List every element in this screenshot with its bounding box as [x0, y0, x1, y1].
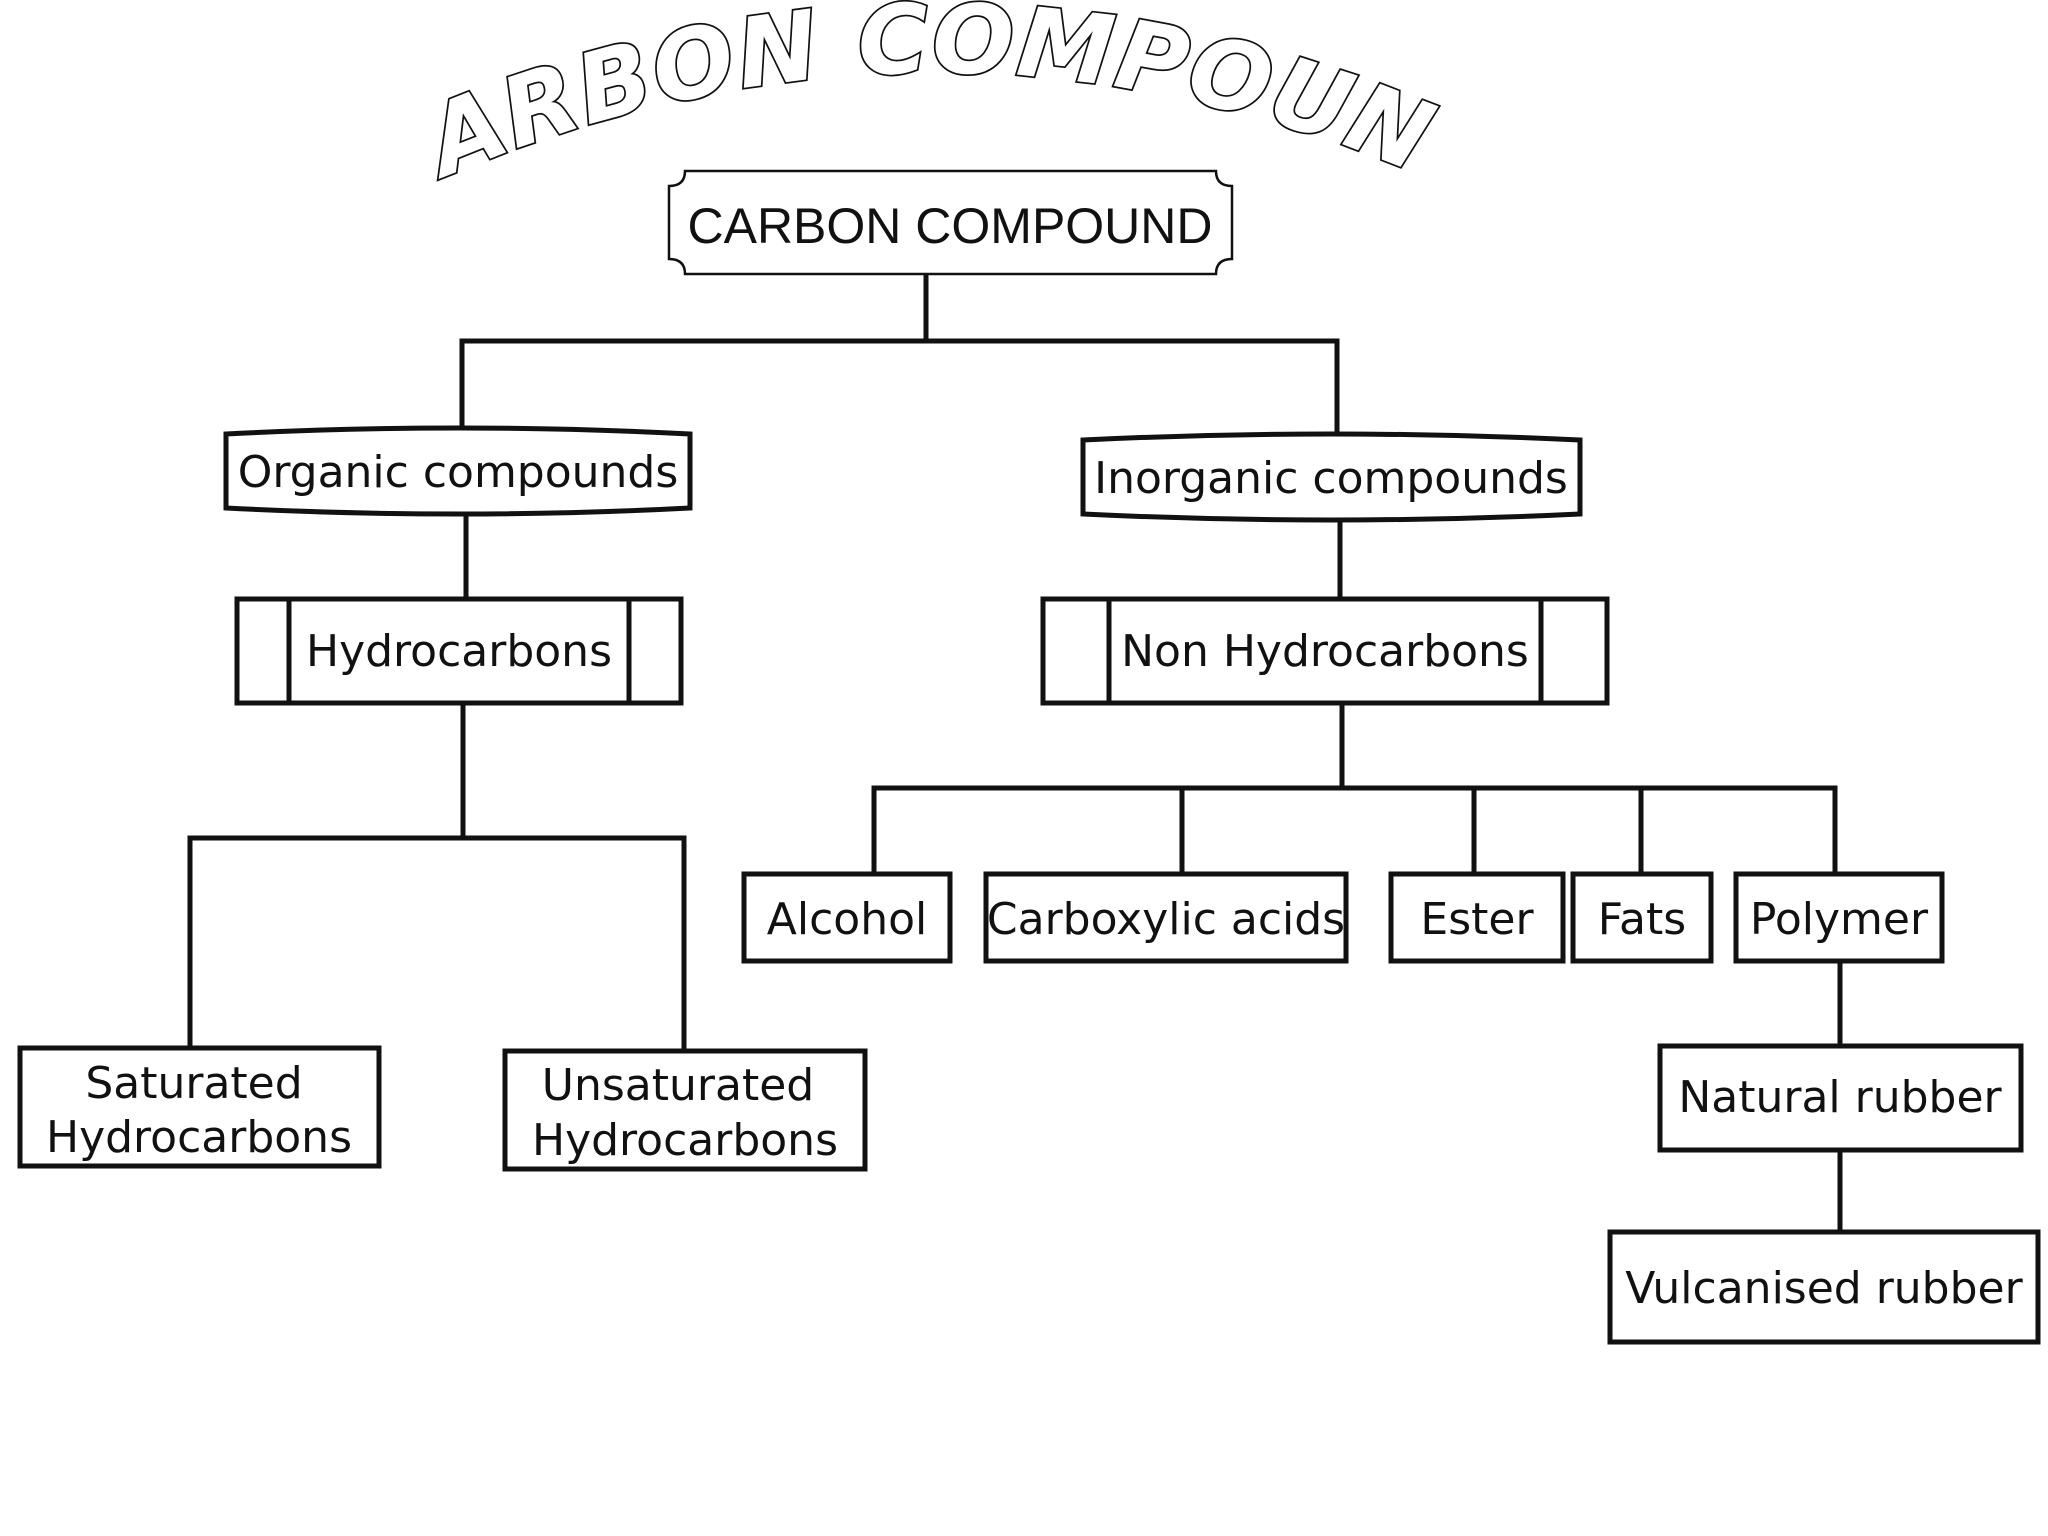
- node-saturated-hydrocarbons: Saturated Hydrocarbons: [17, 1045, 382, 1169]
- node-carbon-compound-label: CARBON COMPOUND: [687, 198, 1212, 254]
- node-saturated-hydrocarbons-line2: Hydrocarbons: [46, 1112, 352, 1163]
- node-alcohol: Alcohol: [741, 871, 953, 964]
- node-hydrocarbons-frame: [234, 596, 684, 706]
- node-inorganic-compounds-frame: [1080, 431, 1583, 523]
- node-polymer-label: Polymer: [1750, 894, 1929, 945]
- node-unsaturated-hydrocarbons-line1: Unsaturated: [542, 1060, 814, 1111]
- node-unsaturated-hydrocarbons-frame: [502, 1048, 868, 1172]
- node-fats-frame: [1570, 871, 1714, 964]
- node-vulcanised-rubber: Vulcanised rubber: [1607, 1229, 2041, 1345]
- node-saturated-hydrocarbons-line1: Saturated: [85, 1058, 302, 1109]
- node-hydrocarbons: Hydrocarbons: [234, 596, 684, 706]
- node-natural-rubber-label: Natural rubber: [1678, 1072, 2002, 1123]
- node-saturated-hydrocarbons-frame: [17, 1045, 382, 1169]
- node-unsaturated-hydrocarbons-line2: Hydrocarbons: [532, 1115, 838, 1166]
- connectors: [187, 271, 1843, 1235]
- node-carboxylic-acids: Carboxylic acids: [983, 871, 1349, 964]
- node-inorganic-compounds-label: Inorganic compounds: [1094, 453, 1568, 504]
- node-fats-label: Fats: [1598, 894, 1686, 945]
- node-non-hydrocarbons-frame: [1040, 596, 1610, 706]
- node-carboxylic-acids-frame: [983, 871, 1349, 964]
- node-polymer-frame: [1733, 871, 1945, 964]
- node-hydrocarbons-label: Hydrocarbons: [306, 626, 612, 677]
- node-alcohol-frame: [741, 871, 953, 964]
- node-natural-rubber-frame: [1657, 1043, 2024, 1153]
- node-ester: Ester: [1388, 871, 1566, 964]
- node-organic-compounds-frame: [223, 425, 693, 517]
- node-carbon-compound-frame: [667, 169, 1234, 276]
- node-organic-compounds: Organic compounds: [223, 425, 693, 517]
- node-fats: Fats: [1570, 871, 1714, 964]
- node-polymer: Polymer: [1733, 871, 1945, 964]
- node-unsaturated-hydrocarbons: Unsaturated Hydrocarbons: [502, 1048, 868, 1172]
- node-inorganic-compounds: Inorganic compounds: [1080, 431, 1583, 523]
- node-non-hydrocarbons-label: Non Hydrocarbons: [1121, 626, 1529, 677]
- node-carbon-compound: CARBON COMPOUND: [667, 169, 1234, 276]
- node-vulcanised-rubber-label: Vulcanised rubber: [1625, 1263, 2023, 1314]
- node-ester-label: Ester: [1420, 894, 1534, 945]
- node-vulcanised-rubber-frame: [1607, 1229, 2041, 1345]
- node-natural-rubber: Natural rubber: [1657, 1043, 2024, 1153]
- node-non-hydrocarbons: Non Hydrocarbons: [1040, 596, 1610, 706]
- node-alcohol-label: Alcohol: [767, 894, 927, 945]
- node-ester-frame: [1388, 871, 1566, 964]
- node-carboxylic-acids-label: Carboxylic acids: [987, 894, 1345, 945]
- node-organic-compounds-label: Organic compounds: [238, 447, 679, 498]
